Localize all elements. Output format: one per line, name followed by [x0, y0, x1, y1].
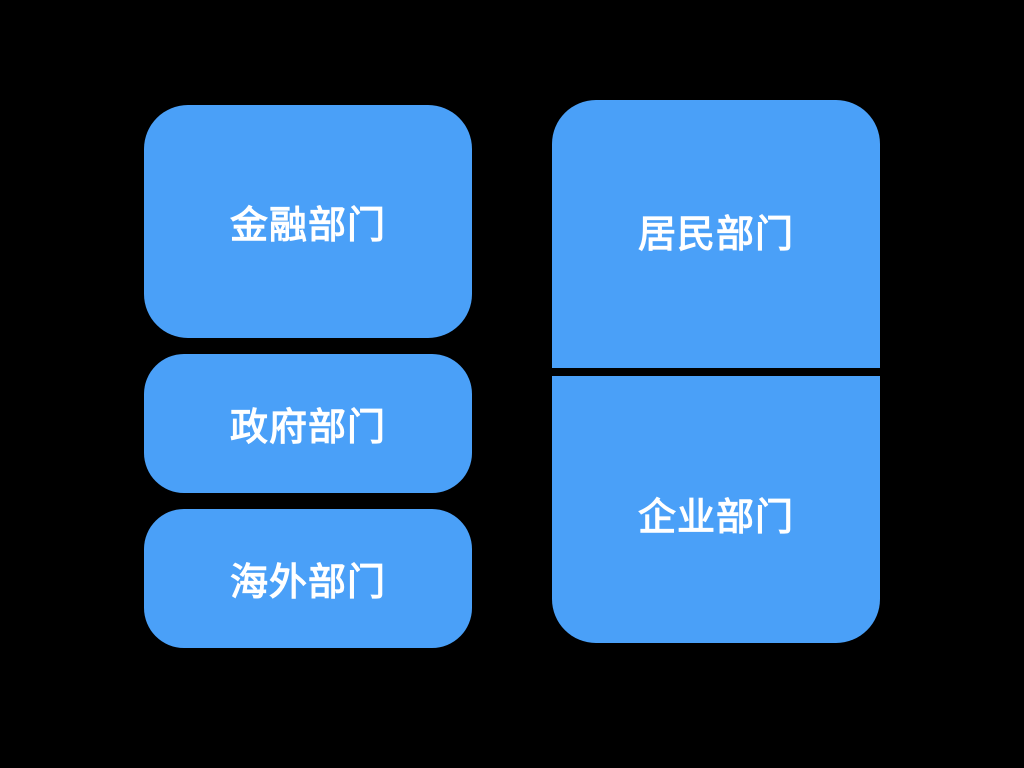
government-sector-label: 政府部门: [229, 405, 386, 449]
enterprise-sector-label: 企业部门: [637, 495, 794, 539]
overseas-sector-box: 海外部门: [144, 509, 472, 648]
enterprise-sector-box: 企业部门: [552, 376, 880, 643]
financial-sector-label: 金融部门: [229, 203, 386, 247]
household-sector-label: 居民部门: [637, 211, 794, 256]
government-sector-box: 政府部门: [144, 354, 472, 493]
household-sector-box: 居民部门: [552, 100, 880, 368]
financial-sector-box: 金融部门: [144, 105, 472, 338]
overseas-sector-label: 海外部门: [229, 560, 386, 604]
